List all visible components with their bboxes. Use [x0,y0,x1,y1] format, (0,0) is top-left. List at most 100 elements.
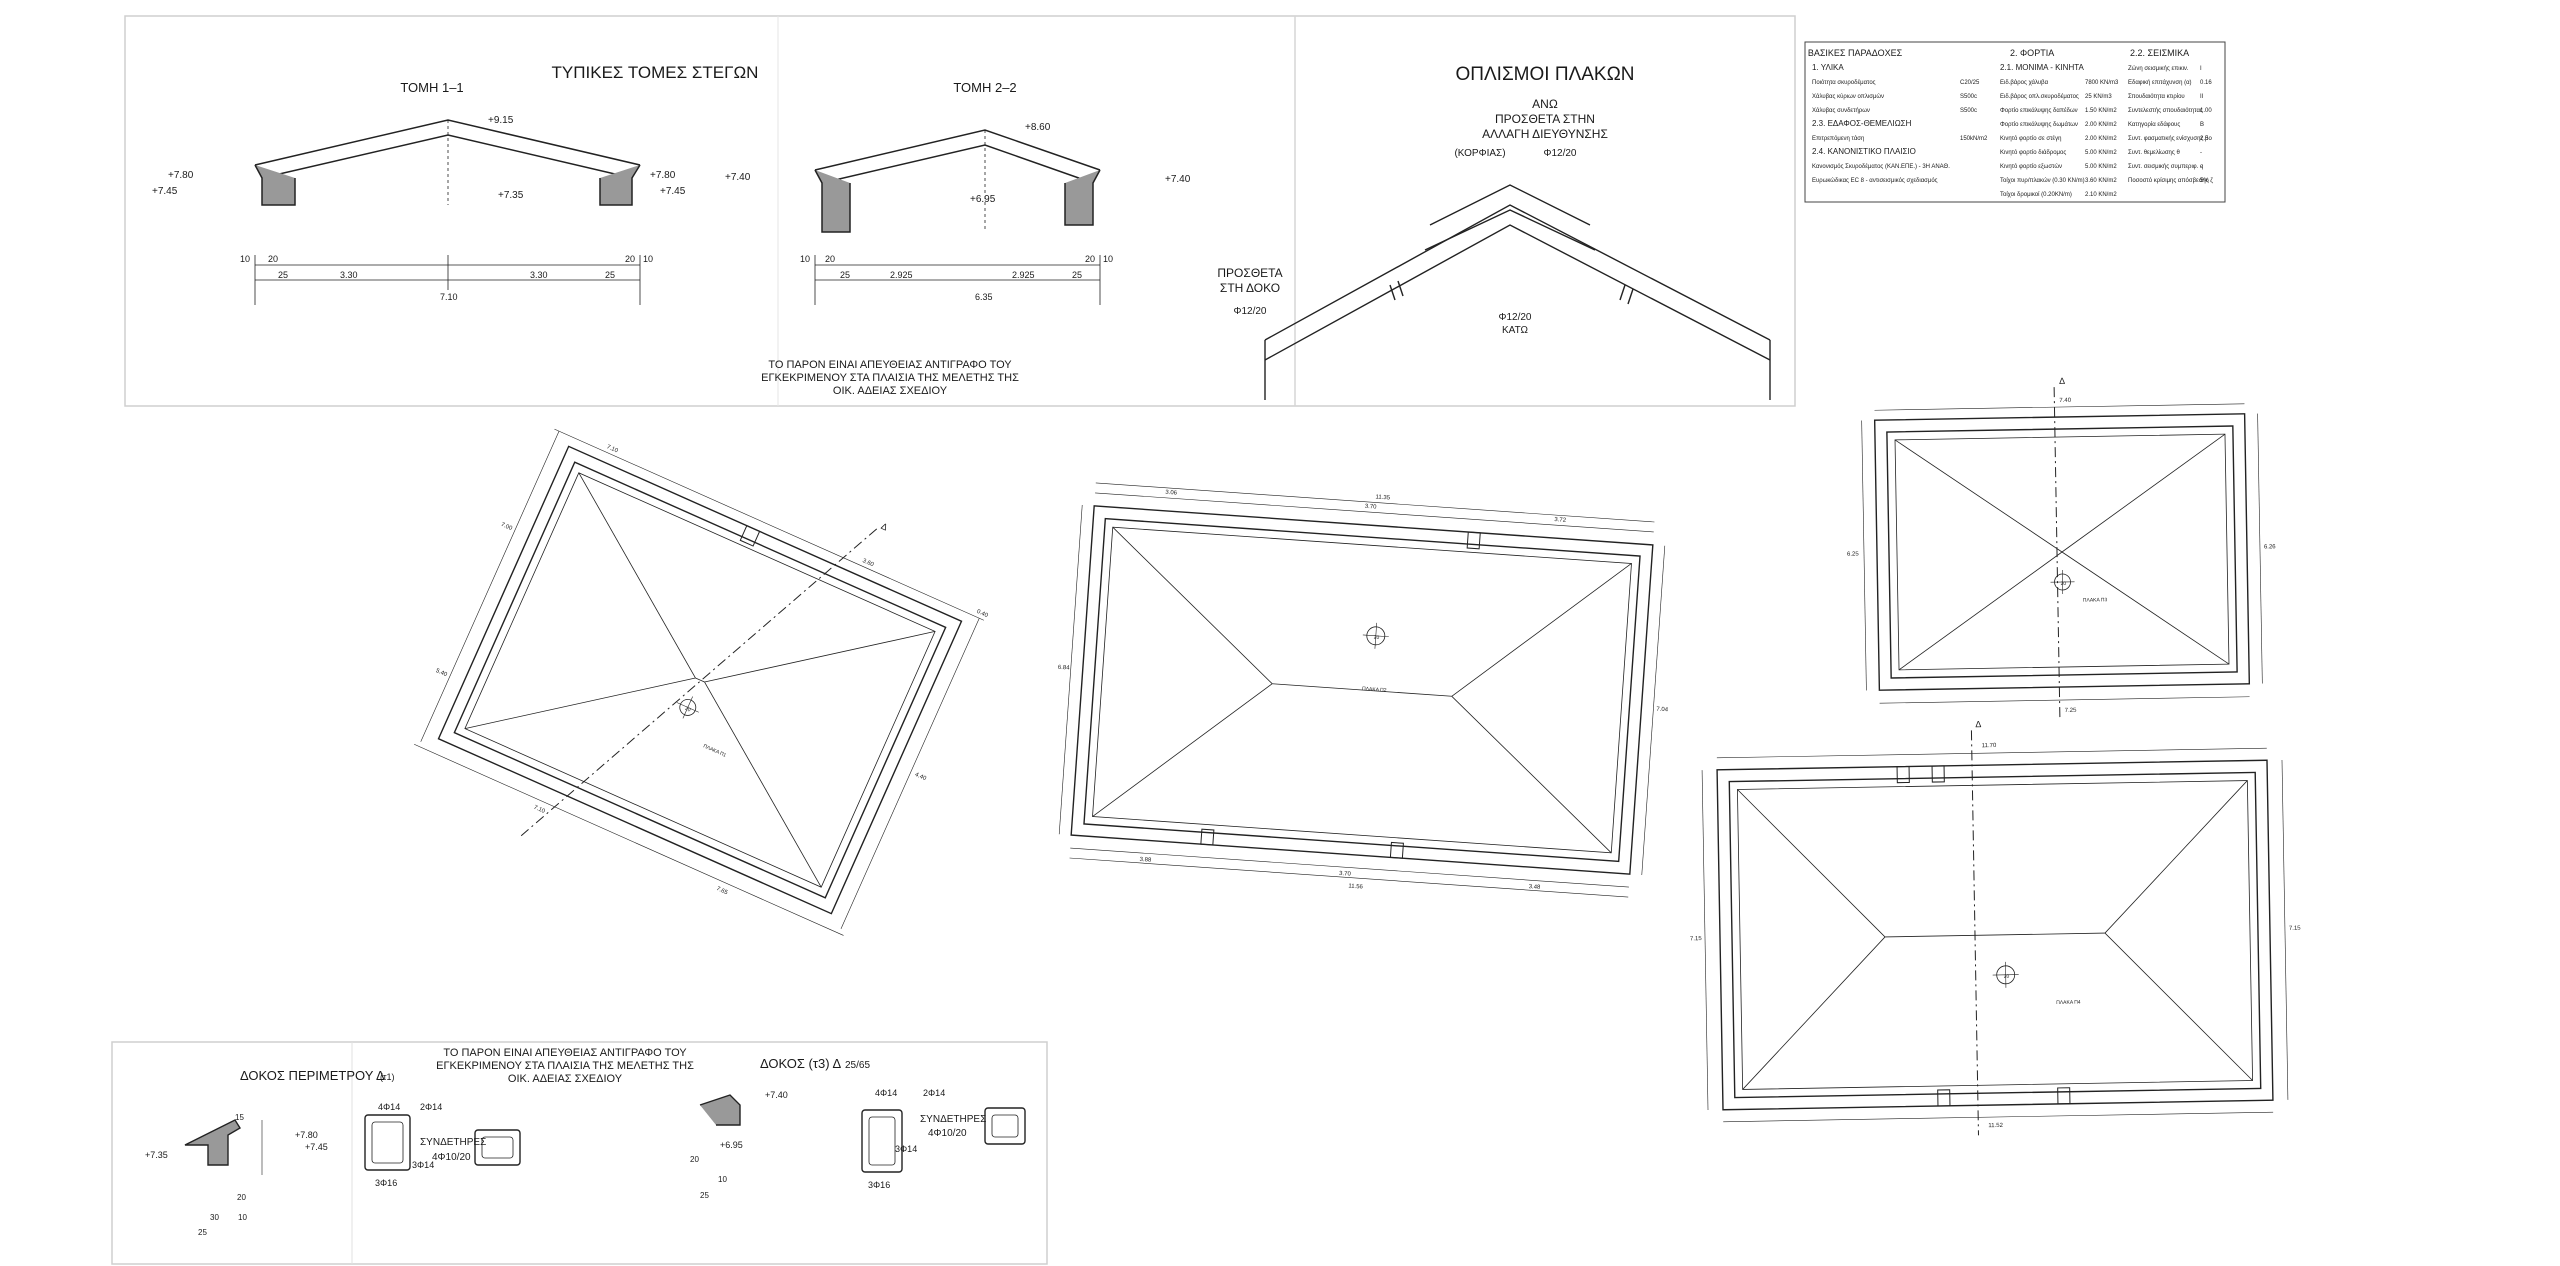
assumption-key: Τοίχοι πυρ/πλακών (0.30 KN/m) [2000,178,2085,184]
dim-label: 6.25 [1847,552,1859,558]
dim-label: 7.10 [533,805,547,816]
svg-text:2.2. ΣΕΙΣΜΙΚΑ: 2.2. ΣΕΙΣΜΙΚΑ [2130,48,2189,58]
reinforcement-title: ΟΠΛΙΣΜΟΙ ΠΛΑΚΩΝ [1455,64,1634,85]
level-label: +7.40 [1165,174,1191,185]
dim-label: 6.26 [2264,544,2276,550]
assumption-key: Σπουδαιότητα κτιρίου [2128,93,2185,100]
roof-plan-2: 20 ΠΛΑΚΑ Π2 11.35 3.06 3.70 3.72 6.84 7.… [1058,482,1669,898]
svg-text:3Φ14: 3Φ14 [895,1144,917,1154]
dim-label: 7.00 [500,522,514,533]
svg-text:ΣΥΝΔΕΤΗΡΕΣ: ΣΥΝΔΕΤΗΡΕΣ [920,1114,986,1125]
assumption-value: - [2200,164,2202,170]
svg-text:3Φ16: 3Φ16 [868,1180,890,1190]
assumption-key: Ποσοστό κρίσιμης απόσβεσης ζ [2128,177,2213,184]
assumption-heading: 2.3. ΕΔΑΦΟΣ-ΘΕΜΕΛΙΩΣΗ [1812,119,1912,128]
dim-label: 3.70 [1365,504,1378,511]
assumption-heading: 1. ΥΛΙΚΑ [1812,63,1844,72]
dim-label: 3.88 [1139,857,1152,864]
dim-label: 3.48 [1528,884,1541,891]
assumption-value: 150kN/m2 [1960,136,1988,142]
svg-text:+7.80: +7.80 [295,1130,318,1140]
dim-label: 7.40 [2059,398,2071,404]
assumption-key: Εδαφική επιτάχυνση (α) [2128,79,2192,86]
assumptions-col-1: 1. ΥΛΙΚΑ Ποιότητα σκυροδέματος C20/25Χάλυβ… [1812,63,1988,184]
assumption-key: Επιτρεπόμενη τάση [1812,135,1864,142]
section-2-title: ΤΟΜΗ 2–2 [953,80,1016,95]
assumption-key: Τοίχοι δρομικοί (0.20KN/m) [2000,192,2072,198]
svg-text:ΟΙΚ. ΑΔΕΙΑΣ ΣΧΕΔΙΟΥ: ΟΙΚ. ΑΔΕΙΑΣ ΣΧΕΔΙΟΥ [508,1073,623,1085]
assumption-key: Χάλυβας συνδετήρων [1812,107,1870,114]
svg-text:25: 25 [198,1228,207,1237]
dim-label: 10 [800,254,810,264]
dim-label: 3.30 [340,270,358,280]
assumption-heading: 2.4. ΚΑΝΟΝΙΣΤΙΚΟ ΠΛΑΙΣΙΟ [1812,147,1916,156]
assumption-key: Φορτίο επικάλυψης δαπέδων [2000,107,2078,114]
assumption-value: 2.10 KN/m2 [2085,192,2117,198]
svg-text:2. ΦΟΡΤΙΑ: 2. ΦΟΡΤΙΑ [2010,48,2054,58]
assumption-value: 5% [2200,178,2209,184]
svg-text:+7.35: +7.35 [145,1150,168,1160]
assumption-key: Κινητό φορτίο εξωστών [2000,163,2062,170]
dim-label: 2.925 [1012,270,1035,280]
svg-text:ΚΑΤΩ: ΚΑΤΩ [1502,325,1529,336]
dim-label: 3.60 [861,558,875,569]
assumption-value: C20/25 [1960,80,1980,86]
level-label: +6.95 [970,194,996,205]
slab-label: ΠΛΑΚΑ Π4 [2056,1000,2081,1006]
assumption-key: Ευρωκώδικας EC 8 - αντισεισμικός σχεδιασ… [1812,177,1938,184]
roof-sections-title: ΤΥΠΙΚΕΣ ΤΟΜΕΣ ΣΤΕΓΩΝ [552,63,759,82]
section-mark: Δ [1975,719,1981,729]
svg-text:ΣΥΝΔΕΤΗΡΕΣ: ΣΥΝΔΕΤΗΡΕΣ [420,1137,486,1148]
dim-label: 11.35 [1375,494,1391,501]
assumption-value: 1.00 [2200,108,2212,114]
svg-text:+6.95: +6.95 [720,1140,743,1150]
assumption-heading: 2.1. ΜΟΝΙΜΑ - ΚΙΝΗΤΑ [2000,63,2085,72]
assumption-key: Συντελεστής σπουδαιότητας [2128,107,2203,114]
dim-label: 3.30 [530,270,548,280]
svg-text:ΟΙΚ. ΑΔΕΙΑΣ ΣΧΕΔΙΟΥ: ΟΙΚ. ΑΔΕΙΑΣ ΣΧΕΔΙΟΥ [833,385,948,397]
svg-text:25: 25 [700,1191,709,1200]
assumption-key: Ειδ.βάρος χάλυβα [2000,79,2049,86]
assumption-value: 7800 KN/m3 [2085,80,2119,86]
assumption-key: Χάλυβας κύριων οπλισμών [1812,93,1884,100]
svg-text:ΤΟ ΠΑΡΟΝ ΕΙΝΑΙ ΑΠΕΥΘΕΙΑΣ ΑΝΤΙΓ: ΤΟ ΠΑΡΟΝ ΕΙΝΑΙ ΑΠΕΥΘΕΙΑΣ ΑΝΤΙΓΡΑΦΟ ΤΟΥ [443,1047,687,1059]
section-1-drawing [254,119,641,305]
svg-text:ΠΡΟΣΘΕΤΑ: ΠΡΟΣΘΕΤΑ [1217,266,1282,280]
assumption-key: Κινητό φορτίο διάδρομος [2000,149,2066,156]
svg-text:(ΚΟΡΦΙΑΣ): (ΚΟΡΦΙΑΣ) [1454,148,1505,159]
svg-text:Φ12/20: Φ12/20 [1543,148,1576,159]
dim-label: 7.15 [1690,936,1702,942]
assumption-value: ΙΙ [2200,94,2204,100]
beam-2-subtitle: 25/65 [845,1060,870,1071]
assumption-value: I [2200,66,2202,72]
level-label: +7.45 [660,186,686,197]
dim-label: 7.25 [2065,708,2077,714]
dim-label: 0.40 [976,609,990,620]
dim-label: 6.84 [1058,665,1071,672]
svg-text:+7.40: +7.40 [765,1090,788,1100]
dim-label: 25 [605,270,615,280]
assumption-key: Συντ. θεμελίωσης θ [2128,150,2180,156]
assumptions-col-3: Ζώνη σεισμικής επικιν. I Εδαφική επιτάχυνσ… [2128,65,2213,184]
svg-text:15: 15 [235,1113,244,1122]
dim-label: 10 [240,254,250,264]
assumption-key: Ζώνη σεισμικής επικιν. [2128,65,2189,72]
assumption-value: 25 KN/m3 [2085,94,2112,100]
assumption-key: Ποιότητα σκυροδέματος [1812,79,1876,86]
assumption-value: 5.00 KN/m2 [2085,150,2117,156]
dim-label: 2.925 [890,270,913,280]
dim-label: 25 [840,270,850,280]
dim-label: 3.70 [1339,871,1352,878]
dim-label: 3.72 [1554,517,1567,524]
dim-label: 20 [825,254,835,264]
level-label: +7.45 [152,186,178,197]
svg-text:30: 30 [210,1213,219,1222]
slab-label: ΠΛΑΚΑ Π2 [1362,686,1387,694]
section-1-title: ΤΟΜΗ 1–1 [400,80,463,95]
svg-text:20: 20 [237,1193,246,1202]
dim-label: 5.40 [435,668,449,679]
svg-text:4Φ14: 4Φ14 [378,1102,400,1112]
svg-text:4Φ10/20: 4Φ10/20 [432,1152,471,1163]
dim-label: 4.40 [914,772,928,783]
